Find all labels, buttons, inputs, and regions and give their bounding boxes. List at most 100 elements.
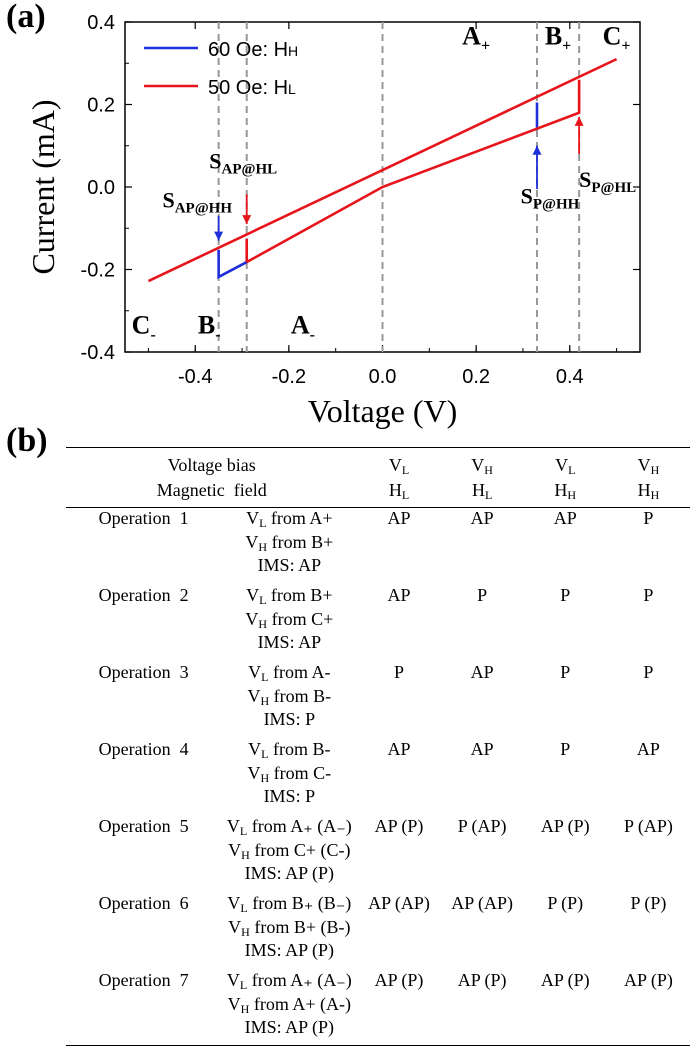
header-cell: VL: [555, 455, 576, 477]
state-value: P: [393, 662, 404, 682]
condition-line: VH from A+ (A-): [227, 993, 351, 1016]
condition-line: IMS: P: [263, 709, 316, 729]
state-value: P (AP): [623, 816, 673, 836]
table-top-rule: [66, 447, 690, 448]
region-subscript: +: [562, 38, 571, 55]
operation-label: Operation 2: [98, 585, 189, 605]
condition-line: IMS: AP (P): [244, 1017, 335, 1037]
y-tick-label: 0.0: [87, 177, 115, 199]
series-line: [246, 79, 581, 264]
x-tick-label: 0.2: [462, 366, 490, 388]
operation-conditions: VL from A+VH from B+IMS: AP: [221, 507, 357, 584]
annotation-subscript: P@HL: [591, 180, 636, 196]
state-value: AP: [387, 585, 411, 605]
state-value: P: [560, 585, 571, 605]
annotation-arrow-head: [532, 145, 542, 155]
region-label: A-: [291, 310, 315, 343]
region-subscript: +: [481, 38, 490, 55]
legend-label: 50 Oe: HL: [208, 77, 296, 99]
legend-subscript: H: [288, 43, 298, 59]
condition-line: IMS: AP (P): [244, 863, 335, 883]
state-value: AP (P): [540, 816, 590, 836]
region-label: B-: [198, 310, 221, 343]
state-value: AP (P): [374, 816, 424, 836]
state-value: AP (AP): [451, 893, 514, 913]
y-tick-label: -0.2: [81, 260, 115, 282]
region-subscript: +: [621, 38, 630, 55]
condition-line: VL from B+: [246, 585, 333, 607]
header-cell: HH: [554, 480, 577, 502]
table-row: Operation 7 VL from A₊ (A₋)VH from A+ (A-…: [66, 969, 690, 1046]
condition-line: IMS: AP: [257, 632, 322, 652]
state-value: AP (P): [457, 970, 507, 990]
condition-line: VH from C+: [245, 608, 334, 631]
operation-label: Operation 7: [98, 970, 189, 990]
state-value: P: [560, 662, 571, 682]
series-line: [217, 249, 248, 280]
state-value: P (P): [630, 893, 667, 913]
switch-annotation: SAP@HH: [162, 188, 232, 217]
switch-annotation: SP@HH: [521, 184, 580, 213]
operation-conditions: VL from A₊ (A₋)VH from C+ (C-)IMS: AP (P…: [221, 815, 357, 892]
operation-conditions: VL from A₊ (A₋)VH from A+ (A-)IMS: AP (P…: [221, 969, 357, 1046]
header-cell: HL: [471, 480, 493, 502]
condition-line: VL from A+: [246, 508, 333, 530]
y-tick-label: 0.4: [87, 12, 115, 34]
region-label: C-: [132, 310, 156, 343]
state-value: P: [477, 585, 488, 605]
state-value: AP: [470, 662, 494, 682]
region-label: C+: [603, 22, 631, 55]
y-tick-label: -0.4: [81, 342, 115, 364]
annotation-subscript: P@HH: [533, 197, 580, 213]
operation-label: Operation 5: [98, 816, 189, 836]
condition-line: VH from B-: [247, 685, 332, 708]
annotation-arrow-head: [574, 116, 584, 126]
region-label: A+: [462, 22, 490, 55]
header-label: Voltage bias: [167, 455, 256, 475]
header-cell: HL: [388, 480, 410, 502]
series-line: [147, 57, 618, 283]
panel-label-b: (b): [6, 422, 48, 459]
state-value: AP (P): [374, 970, 424, 990]
state-value: AP: [553, 508, 577, 528]
x-tick-label: 0.0: [369, 366, 397, 388]
operation-conditions: VL from B+VH from C+IMS: AP: [221, 584, 357, 661]
operation-conditions: VL from B₊ (B₋)VH from B+ (B-)IMS: AP (P…: [221, 892, 357, 969]
condition-line: VH from B+ (B-): [228, 916, 351, 939]
state-value: AP: [636, 739, 660, 759]
state-value: AP (P): [540, 970, 590, 990]
condition-line: VL from A-: [248, 662, 331, 684]
x-axis-label: Voltage (V): [308, 393, 458, 429]
condition-line: IMS: AP (P): [244, 940, 335, 960]
operation-conditions: VL from A-VH from B-IMS: P: [221, 661, 357, 738]
table-header-rule: [66, 507, 690, 508]
state-value: P (AP): [457, 816, 507, 836]
state-value: P: [560, 739, 571, 759]
state-value: P: [643, 585, 654, 605]
condition-line: IMS: AP: [257, 555, 322, 575]
x-tick-label: 0.4: [556, 366, 584, 388]
annotation-arrow-head: [242, 215, 252, 225]
switch-annotation: SAP@HL: [209, 148, 277, 177]
state-value: AP (P): [623, 970, 673, 990]
state-value: AP: [470, 508, 494, 528]
switch-annotation: SP@HL: [579, 167, 636, 196]
header-label: Magnetic field: [156, 480, 267, 500]
y-axis-label: Current (mA): [25, 99, 61, 274]
condition-line: VH from C-: [247, 762, 332, 785]
table-row: Operation 2 VL from B+VH from C+IMS: AP AP…: [66, 584, 690, 661]
operation-label: Operation 4: [98, 739, 189, 759]
legend-subscript: L: [288, 81, 296, 97]
operation-label: Operation 3: [98, 662, 189, 682]
table-row: Operation 3 VL from A-VH from B-IMS: P P AP…: [66, 661, 690, 738]
condition-line: VL from B₊ (B₋): [227, 893, 352, 915]
annotation-arrow-head: [214, 231, 224, 241]
x-tick-label: -0.2: [272, 366, 306, 388]
table-bottom-rule: [66, 1045, 690, 1046]
condition-line: VL from A₊ (A₋): [226, 816, 352, 838]
